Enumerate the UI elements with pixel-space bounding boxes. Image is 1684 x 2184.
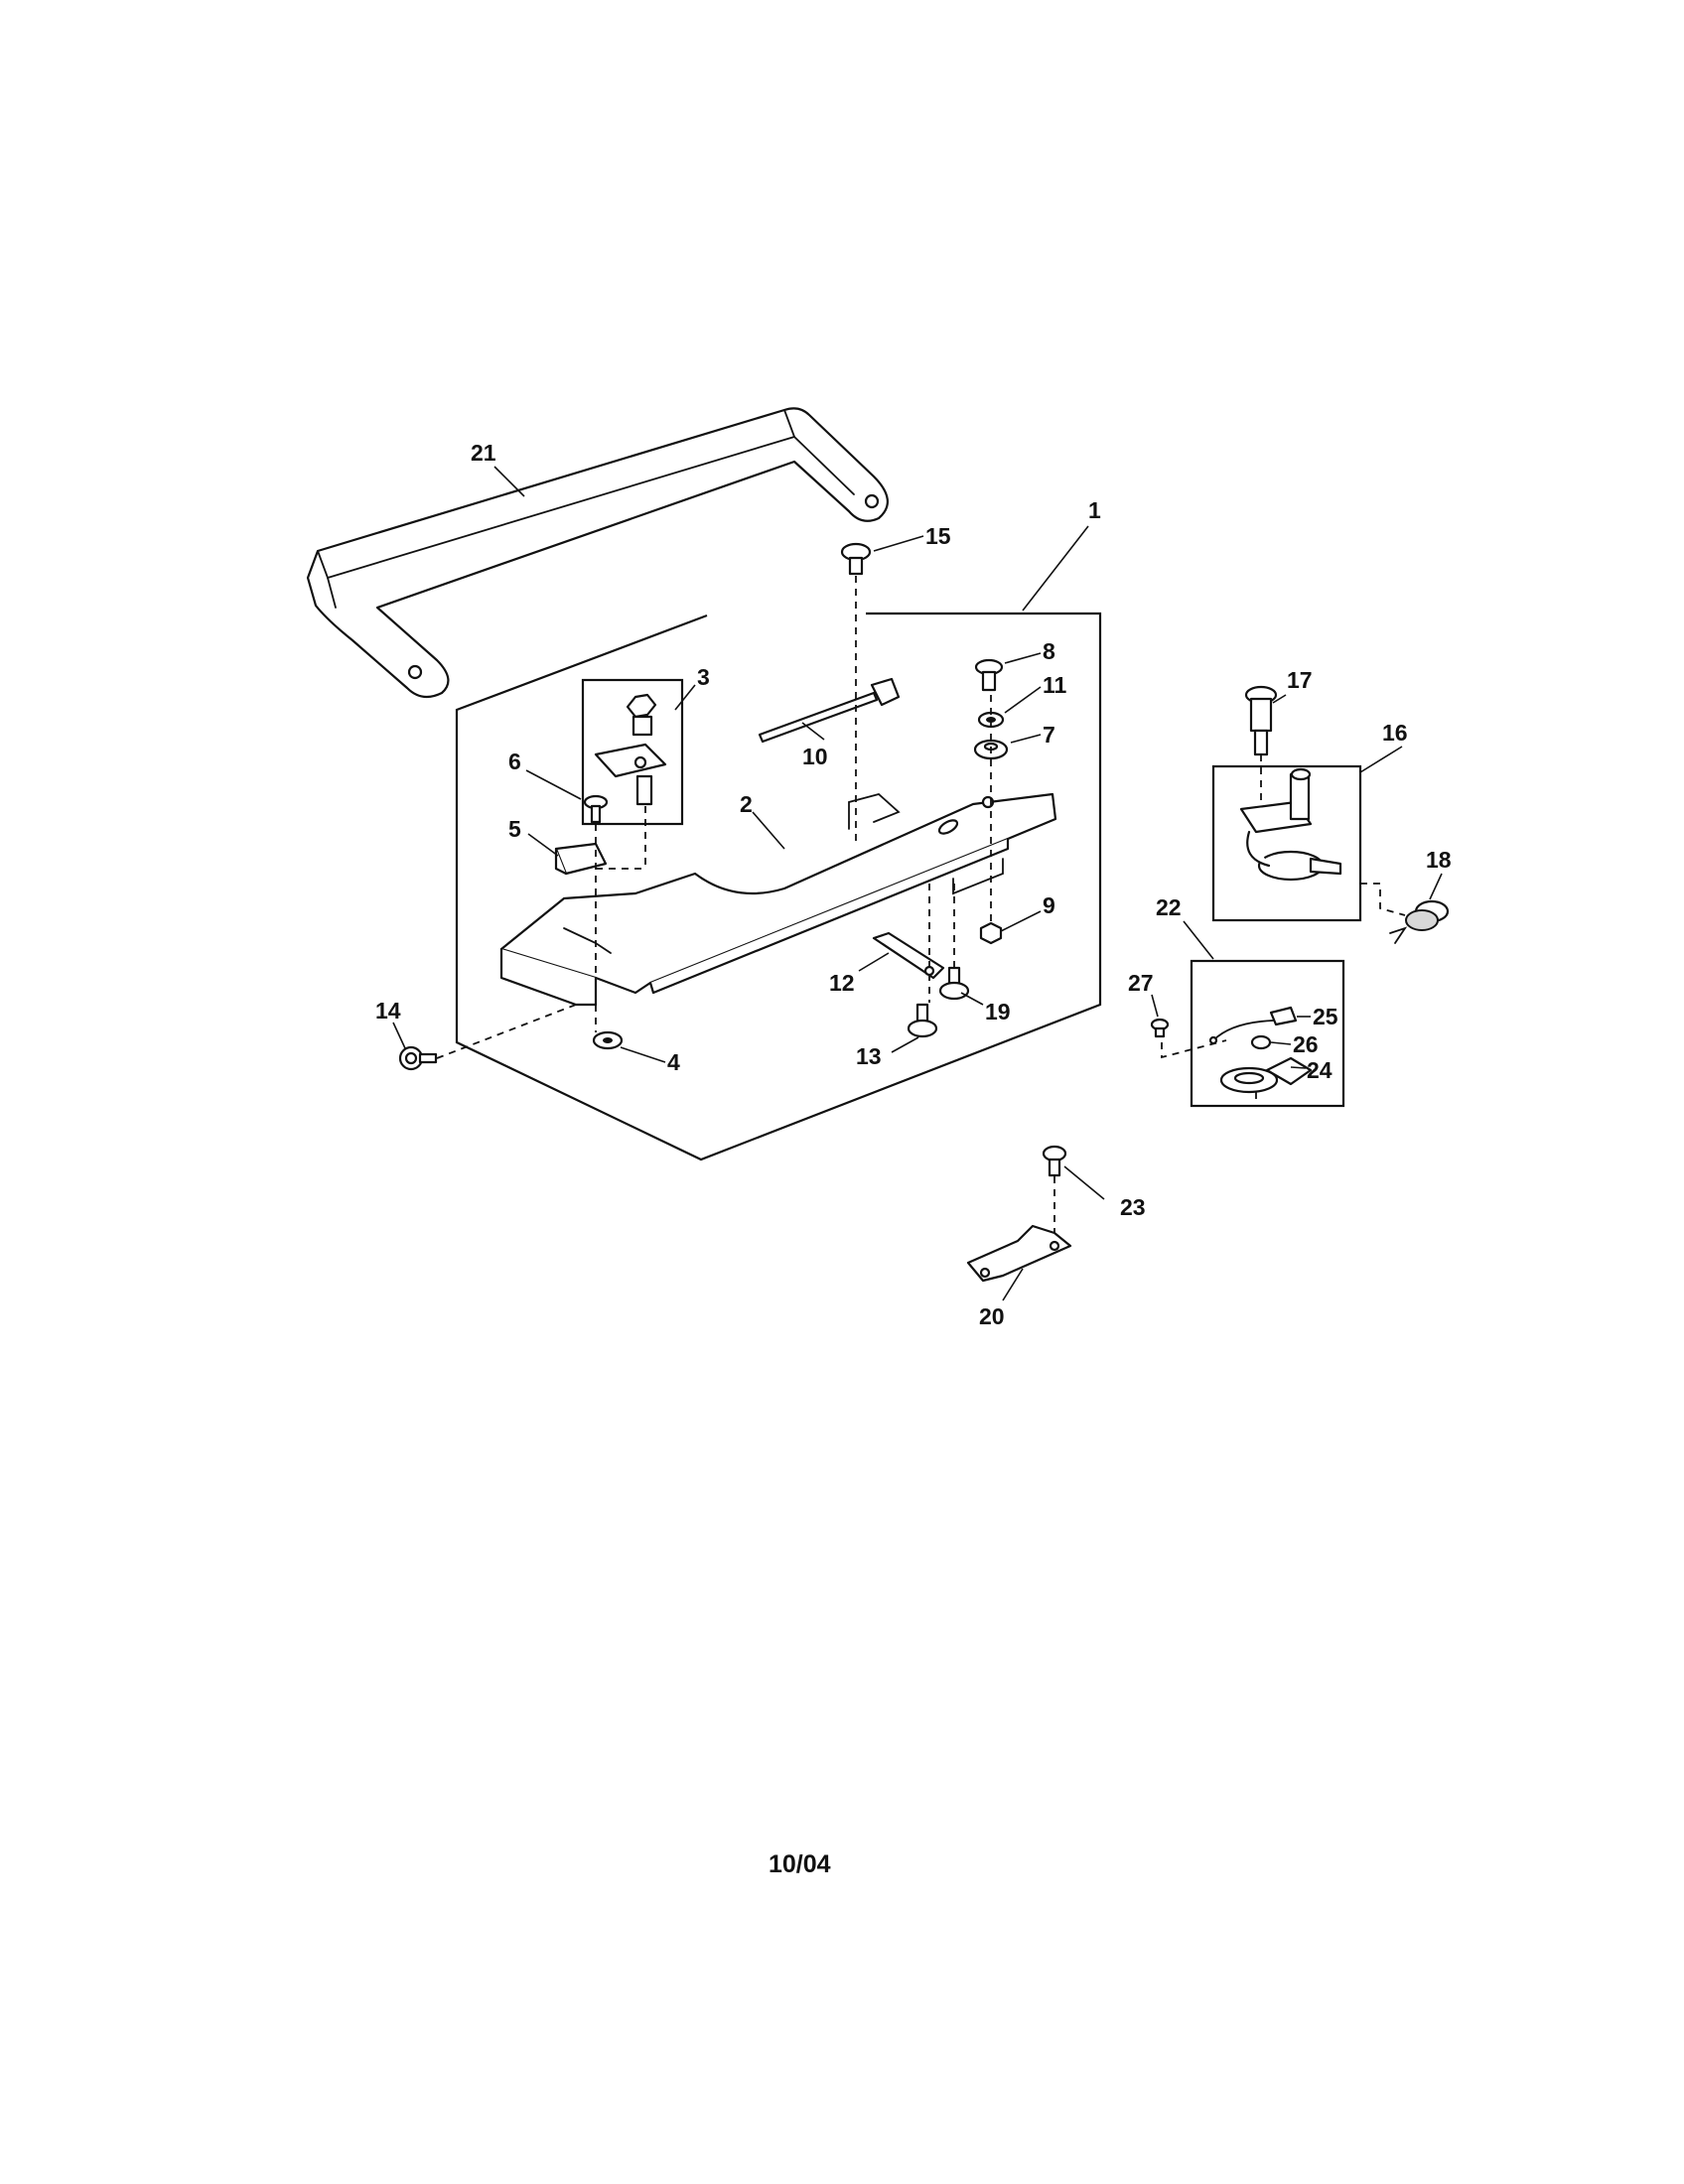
- callout-8: 8: [1043, 638, 1055, 664]
- assembly-outline: [455, 612, 1102, 1161]
- callout-6: 6: [508, 749, 521, 774]
- callout-20: 20: [979, 1303, 1005, 1329]
- spring-rod-10-part: [758, 677, 901, 744]
- callout-5: 5: [508, 816, 521, 842]
- callout-14: 14: [375, 998, 401, 1024]
- callout-22: 22: [1156, 894, 1182, 920]
- screw-23-part: [1042, 1145, 1067, 1177]
- subassembly-22-box: [1190, 959, 1345, 1108]
- screw-15-part: [840, 542, 872, 576]
- spring-18-line: [1360, 883, 1406, 916]
- pin-17-part: [1244, 685, 1278, 756]
- part-27-line: [1161, 1039, 1227, 1059]
- callout-11: 11: [1043, 672, 1067, 698]
- callout-9: 9: [1043, 892, 1055, 918]
- screw-14-part: [398, 1045, 438, 1071]
- callout-15: 15: [925, 523, 951, 549]
- callout-16: 16: [1382, 720, 1408, 746]
- callout-labels: 1 2 3 4 5 6 7 8 9 10 11 12 13 14 15 16 1…: [375, 440, 1452, 1329]
- subassembly-3-box: [581, 678, 684, 826]
- assembly-lines-main: [436, 576, 992, 1059]
- callout-1: 1: [1088, 497, 1101, 523]
- callout-26: 26: [1293, 1031, 1319, 1057]
- callout-3: 3: [697, 664, 710, 690]
- screw-13-part: [907, 1003, 938, 1038]
- screw-8-part: [974, 658, 1004, 692]
- screw-6-part: [583, 794, 609, 824]
- callout-13: 13: [856, 1043, 882, 1069]
- subassembly-16-box: [1211, 764, 1362, 922]
- screw-27-part: [1150, 1018, 1170, 1038]
- handle-bar-part: [306, 407, 889, 699]
- callout-21: 21: [471, 440, 496, 466]
- callout-24: 24: [1307, 1057, 1333, 1083]
- callout-23: 23: [1120, 1194, 1146, 1220]
- screw-19-part: [938, 966, 970, 1001]
- nut-9-part: [979, 921, 1003, 945]
- callout-10: 10: [802, 744, 828, 769]
- callout-27: 27: [1128, 970, 1154, 996]
- callout-25: 25: [1313, 1004, 1338, 1029]
- plate-20-part: [966, 1224, 1072, 1283]
- callout-18: 18: [1426, 847, 1452, 873]
- clip-5-part: [554, 842, 608, 876]
- callout-19: 19: [985, 999, 1011, 1024]
- callout-12: 12: [829, 970, 855, 996]
- footer-date: 10/04: [769, 1850, 831, 1878]
- base-plate-part: [499, 792, 1057, 1007]
- spring-18-part: [1389, 899, 1450, 944]
- callout-2: 2: [740, 791, 753, 817]
- callout-17: 17: [1287, 667, 1313, 693]
- callout-7: 7: [1043, 722, 1055, 748]
- washer-4-part: [592, 1030, 624, 1050]
- callout-4: 4: [667, 1049, 680, 1075]
- leader-lines: [392, 466, 1443, 1301]
